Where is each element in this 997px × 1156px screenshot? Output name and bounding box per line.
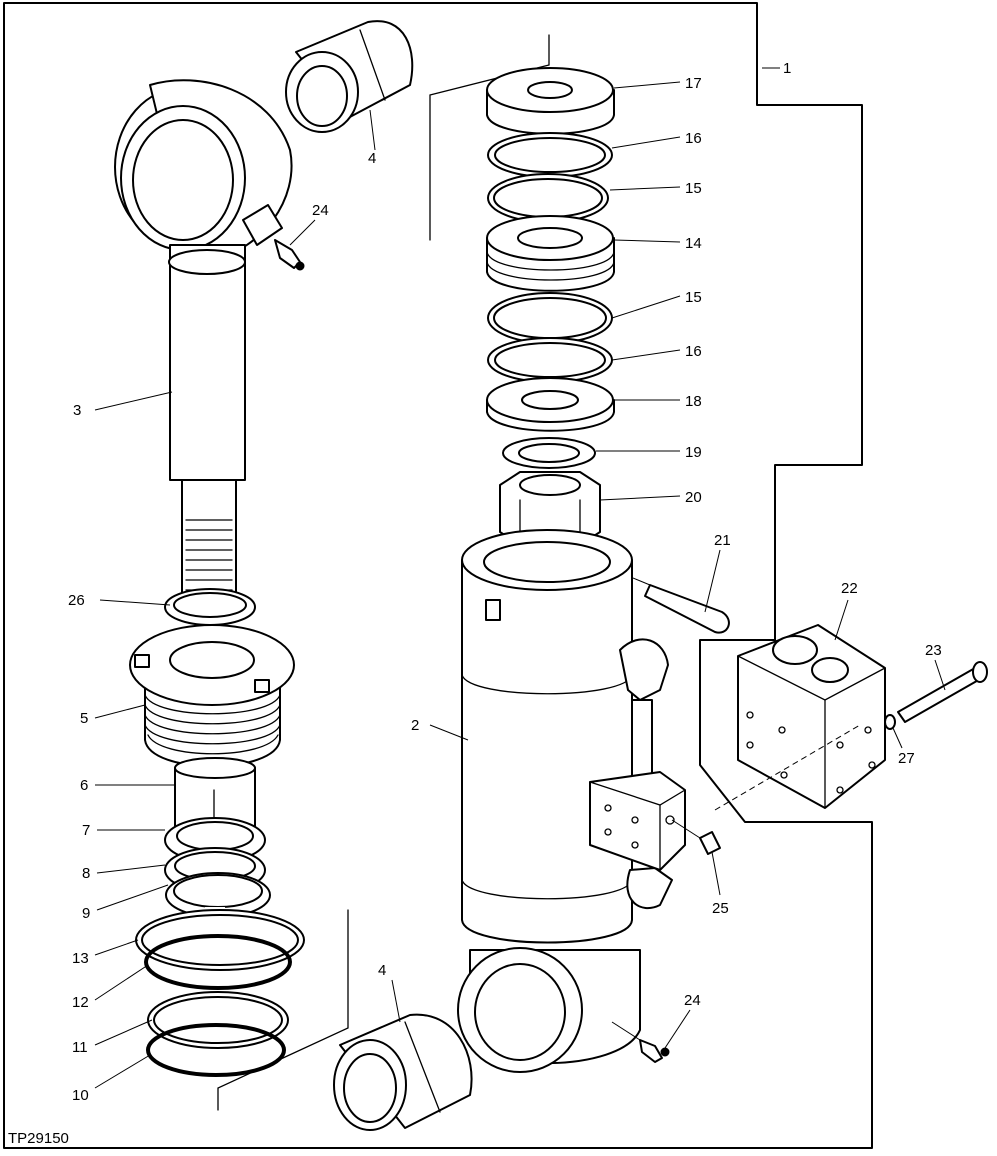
callout-3: 3 xyxy=(73,402,81,419)
o-ring-10-part xyxy=(146,1023,286,1077)
slipper-seal-15-lower-part xyxy=(487,292,613,344)
o-ring-27-part xyxy=(884,714,896,730)
callout-21: 21 xyxy=(714,532,731,549)
callout-14: 14 xyxy=(685,235,702,252)
callout-15-upper: 15 xyxy=(685,180,702,197)
callout-2: 2 xyxy=(411,717,419,734)
callout-22: 22 xyxy=(841,580,858,597)
piston-seal-14-part xyxy=(486,215,615,292)
piston-17-part xyxy=(486,67,615,135)
wear-ring-16-upper-part xyxy=(487,132,613,178)
callout-23: 23 xyxy=(925,642,942,659)
bushing-upper-part xyxy=(285,20,414,133)
callout-25: 25 xyxy=(712,900,729,917)
o-ring-19-part xyxy=(502,437,596,469)
callout-7: 7 xyxy=(82,822,90,839)
callout-5: 5 xyxy=(80,710,88,727)
leader-lines xyxy=(94,67,946,1089)
callout-4-lower: 4 xyxy=(378,962,386,979)
callout-19: 19 xyxy=(685,444,702,461)
assembly-boundary-line xyxy=(3,2,873,1149)
cap-screw-23-part xyxy=(897,661,988,723)
callout-9: 9 xyxy=(82,905,90,922)
callout-13: 13 xyxy=(72,950,89,967)
callout-27: 27 xyxy=(898,750,915,767)
callout-24-upper: 24 xyxy=(312,202,329,219)
piston-rod-part xyxy=(114,79,293,601)
callout-24-lower: 24 xyxy=(684,992,701,1009)
callout-20: 20 xyxy=(685,489,702,506)
rod-seal-26-part xyxy=(164,588,256,626)
backup-ring-9-part xyxy=(165,872,271,918)
piston-group-bracket xyxy=(429,34,550,241)
callout-26: 26 xyxy=(68,592,85,609)
callout-10: 10 xyxy=(72,1087,89,1104)
grease-fitting-lower-part xyxy=(611,1021,670,1063)
callout-18: 18 xyxy=(685,393,702,410)
callout-16-upper: 16 xyxy=(685,130,702,147)
callout-17: 17 xyxy=(685,75,702,92)
callout-4-upper: 4 xyxy=(368,150,376,167)
figure-code: TP29150 xyxy=(8,1130,69,1147)
grease-fitting-upper-part xyxy=(274,239,305,271)
callout-8: 8 xyxy=(82,865,90,882)
backup-ring-11-part xyxy=(147,991,289,1049)
valve-block-22-part xyxy=(714,624,886,811)
o-ring-12-part xyxy=(144,934,292,990)
callout-12: 12 xyxy=(72,994,89,1011)
cylinder-barrel-2-part xyxy=(457,529,686,1073)
callout-6: 6 xyxy=(80,777,88,794)
callout-15-lower: 15 xyxy=(685,289,702,306)
plug-25-part xyxy=(671,819,721,855)
bushing-lower-part xyxy=(333,1013,473,1131)
callout-16-lower: 16 xyxy=(685,343,702,360)
backup-ring-13-part xyxy=(135,909,305,971)
wear-ring-16-lower-part xyxy=(487,337,613,383)
callout-11: 11 xyxy=(72,1039,88,1056)
slipper-seal-15-upper-part xyxy=(487,173,609,223)
rod-guide-gland-5-part xyxy=(129,624,295,768)
callout-1: 1 xyxy=(783,60,791,77)
piston-ring-18-part xyxy=(486,377,615,432)
